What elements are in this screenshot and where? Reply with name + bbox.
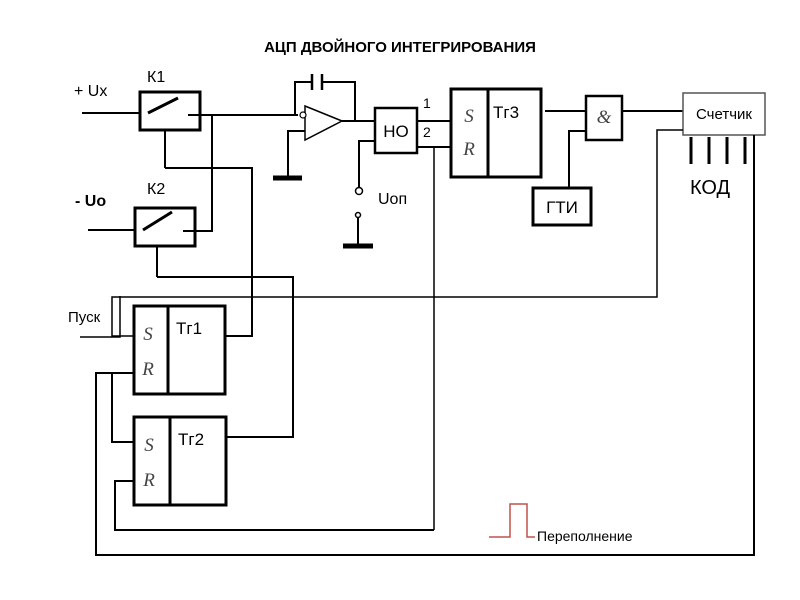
counter: Счетчик КОД <box>95 92 766 556</box>
start-label: Пуск <box>68 309 101 326</box>
switch-k1: + Ux К1 <box>74 69 202 168</box>
tg2-s: S <box>144 435 154 456</box>
reference-voltage: Uоп <box>343 140 407 249</box>
uref-label: Uоп <box>378 191 407 208</box>
tg2-label: Тг2 <box>178 430 204 449</box>
integrator <box>273 74 375 181</box>
ho-out2-label: 2 <box>423 124 431 140</box>
k1-label: К1 <box>147 69 165 86</box>
tg2-r: R <box>142 470 155 491</box>
and-gate: & <box>568 94 683 188</box>
code-label: КОД <box>690 177 731 199</box>
counter-label: Счетчик <box>696 106 752 123</box>
pulse-icon <box>489 503 535 538</box>
tg1-r: R <box>141 359 154 380</box>
diagram-title: АЦП ДВОЙНОГО ИНТЕГРИРОВАНИЯ <box>264 38 536 56</box>
gti-label: ГТИ <box>546 198 578 217</box>
k2-box <box>133 206 197 248</box>
trigger-tg1: Пуск S R Тг1 <box>68 296 227 443</box>
overflow-pulse: Переполнение <box>489 503 633 544</box>
k2-label: К2 <box>147 181 165 198</box>
comparator-ho: НО 1 2 <box>373 95 451 530</box>
tg3-s: S <box>464 106 474 127</box>
input-uo-label: - Uo <box>75 193 106 210</box>
input-ux-label: + Ux <box>74 83 107 100</box>
overflow-label: Переполнение <box>537 528 633 544</box>
k1-box <box>138 90 202 132</box>
tg1-s: S <box>143 324 153 345</box>
clock-generator-gti: ГТИ <box>531 186 593 227</box>
tg3-label: Тг3 <box>493 103 519 122</box>
tg3-r: R <box>462 139 475 160</box>
ho-out1-label: 1 <box>423 95 431 111</box>
trigger-tg3: S R Тг3 <box>449 87 586 179</box>
tg1-label: Тг1 <box>176 319 202 338</box>
switch-k2: - Uo К2 <box>75 181 197 277</box>
ho-label: НО <box>383 122 409 141</box>
and-label: & <box>597 107 612 128</box>
trigger-tg2: S R Тг2 <box>114 415 434 531</box>
